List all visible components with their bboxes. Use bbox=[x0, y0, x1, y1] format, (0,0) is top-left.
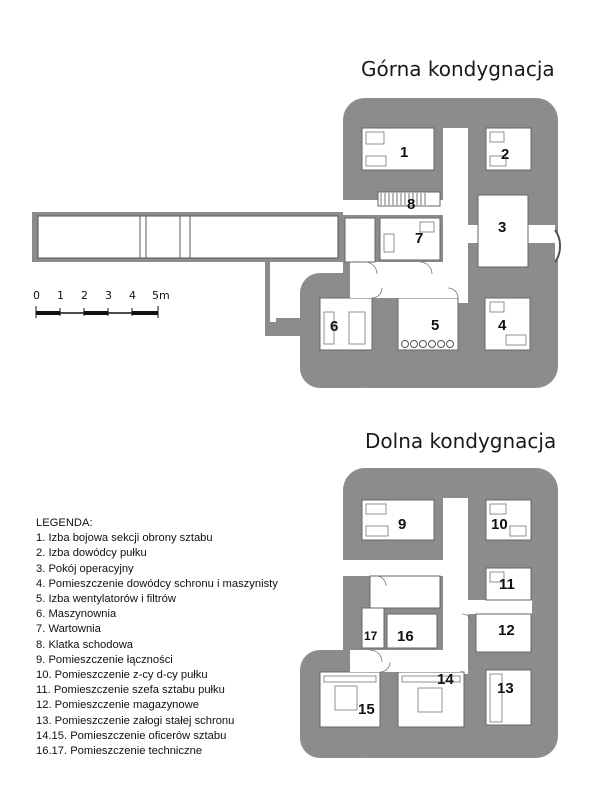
upper-floor-title: Górna kondygnacja bbox=[361, 57, 555, 81]
scale-label-2: 2 bbox=[81, 289, 88, 302]
lower-corridor-vertical bbox=[443, 498, 468, 674]
room-4 bbox=[484, 297, 531, 351]
filters bbox=[401, 340, 454, 348]
legend-item: 4. Pomieszczenie dowódcy schronu i maszy… bbox=[36, 577, 278, 590]
tunnel-chamber bbox=[139, 215, 191, 259]
room-number-9: 9 bbox=[398, 516, 406, 533]
room-12 bbox=[475, 613, 532, 653]
room-number-17: 17 bbox=[364, 629, 378, 643]
legend-item: 3. Pokój operacyjny bbox=[36, 562, 134, 575]
tunnel-passage bbox=[270, 262, 276, 322]
room-number-11: 11 bbox=[499, 576, 515, 593]
scale-label-3: 3 bbox=[105, 289, 112, 302]
legend-item: 7. Wartownia bbox=[36, 623, 101, 636]
room-number-8: 8 bbox=[407, 196, 415, 213]
room-number-14: 14 bbox=[437, 671, 454, 688]
room-16 bbox=[386, 613, 438, 649]
room-number-13: 13 bbox=[497, 680, 514, 697]
room-number-6: 6 bbox=[330, 318, 338, 335]
room-number-10: 10 bbox=[491, 516, 508, 533]
scale-bar: 0 1 2 3 4 5m bbox=[33, 289, 170, 318]
legend-item: 13. Pomieszczenie załogi stałej schronu bbox=[36, 714, 235, 727]
scale-label-4: 4 bbox=[129, 289, 136, 302]
room-number-12: 12 bbox=[498, 622, 515, 639]
legend-item: 11. Pomieszczenie szefa sztabu pułku bbox=[36, 684, 225, 697]
lower-stair-hall bbox=[369, 575, 441, 609]
scale-label-1: 1 bbox=[57, 289, 64, 302]
lower-vestibule bbox=[350, 650, 460, 672]
lower-doors bbox=[369, 575, 473, 673]
upper-airlock bbox=[344, 217, 376, 263]
room-2 bbox=[485, 127, 532, 171]
lower-corridor-east bbox=[462, 600, 532, 614]
scale-label-5m: 5m bbox=[152, 289, 170, 302]
room-number-1: 1 bbox=[400, 144, 408, 161]
legend-title: LEGENDA: bbox=[36, 517, 93, 529]
lower-corridor-horizontal bbox=[343, 560, 463, 576]
lower-floor-plan: 9 10 11 12 13 14 15 16 17 bbox=[300, 468, 558, 758]
upper-floor-plan: 1 2 3 4 5 6 7 8 bbox=[32, 98, 562, 388]
room-13 bbox=[485, 669, 532, 726]
legend-item: 6. Maszynownia bbox=[36, 608, 117, 621]
room-number-5: 5 bbox=[431, 317, 439, 334]
upper-furniture bbox=[323, 131, 527, 346]
stairs bbox=[380, 193, 426, 205]
room-3 bbox=[477, 194, 529, 268]
legend-item: 16.17. Pomieszczenie techniczne bbox=[36, 745, 203, 758]
legend-item: 5. Izba wentylatorów i filtrów bbox=[36, 593, 176, 606]
scale-label-0: 0 bbox=[33, 289, 40, 302]
room-number-2: 2 bbox=[501, 146, 509, 163]
legend-item: 9. Pomieszczenie łączności bbox=[36, 653, 173, 666]
legend-item: 2. Izba dowódcy pułku bbox=[36, 547, 147, 560]
room-number-4: 4 bbox=[498, 317, 507, 334]
room-11 bbox=[485, 567, 532, 601]
upper-doors bbox=[364, 261, 459, 299]
emergency-exit bbox=[554, 229, 562, 263]
room-15 bbox=[319, 671, 381, 728]
room-7 bbox=[379, 217, 441, 261]
upper-vestibule bbox=[350, 262, 460, 298]
legend: LEGENDA: 1. Izba bojowa sekcji obrony sz… bbox=[36, 516, 278, 759]
legend-item: 12. Pomieszczenie magazynowe bbox=[36, 699, 199, 712]
legend-item: 14.15. Pomieszczenie oficerów sztabu bbox=[36, 729, 227, 742]
legend-item: 1. Izba bojowa sekcji obrony sztabu bbox=[36, 532, 213, 545]
room-6 bbox=[319, 297, 373, 351]
lower-furniture bbox=[323, 503, 527, 723]
room-10 bbox=[485, 499, 532, 541]
room-1 bbox=[361, 127, 435, 171]
legend-item: 8. Klatka schodowa bbox=[36, 638, 134, 651]
room-9 bbox=[361, 499, 435, 541]
room-14 bbox=[397, 671, 465, 728]
legend-item: 10. Pomieszczenie z-cy d-cy pułku bbox=[36, 669, 208, 682]
lower-floor-title: Dolna kondygnacja bbox=[365, 429, 557, 453]
room-number-7: 7 bbox=[415, 230, 423, 247]
room-number-3: 3 bbox=[498, 219, 506, 236]
room-number-15: 15 bbox=[358, 701, 375, 718]
room-number-16: 16 bbox=[397, 628, 414, 645]
